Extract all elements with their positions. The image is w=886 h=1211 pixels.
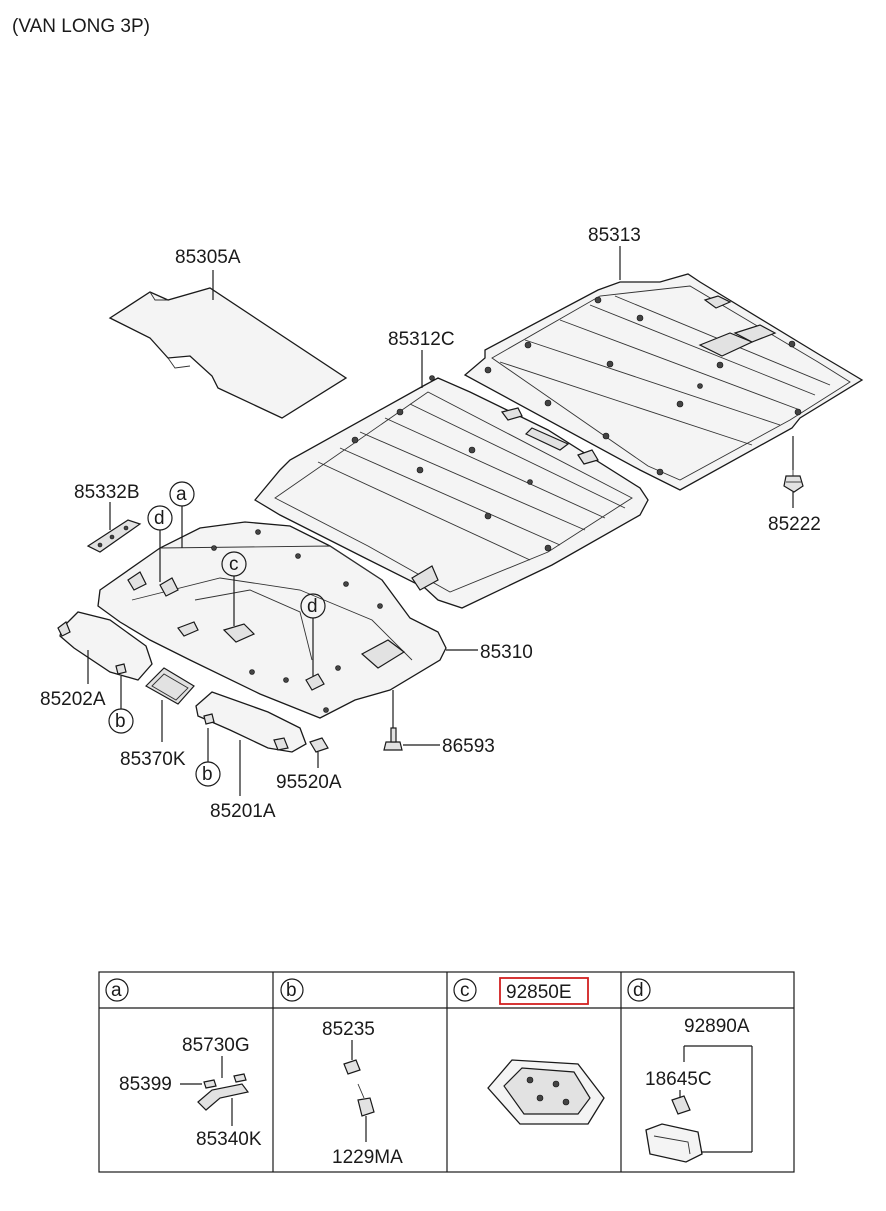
detail-table	[98, 971, 795, 1173]
cell-b-clip-and-screw[interactable]	[343, 1059, 375, 1117]
label-1229MA[interactable]: 1229MA	[332, 1147, 403, 1168]
part-85305A-pad[interactable]	[108, 287, 348, 419]
label-85235[interactable]: 85235	[322, 1019, 375, 1040]
table-header-d[interactable]: d	[627, 978, 651, 1002]
ref-b2-letter: b	[202, 764, 213, 785]
cell-a-assist-handle[interactable]	[197, 1073, 250, 1111]
header-b-letter: b	[286, 980, 297, 1001]
part-85310-front-headlining[interactable]	[97, 521, 447, 719]
label-85399[interactable]: 85399	[119, 1074, 172, 1095]
part-85312C-middle-headlining[interactable]	[254, 375, 649, 609]
ref-a-letter: a	[176, 484, 187, 505]
table-header-a[interactable]: a	[105, 978, 129, 1002]
label-86593[interactable]: 86593	[442, 736, 495, 757]
label-85312C[interactable]: 85312C	[388, 329, 455, 350]
label-85313[interactable]: 85313	[588, 225, 641, 246]
cell-c-overhead-console[interactable]	[487, 1059, 605, 1125]
ref-d2-letter: d	[307, 596, 318, 617]
label-85222[interactable]: 85222	[768, 514, 821, 535]
highlight-box	[499, 977, 589, 1005]
table-header-b[interactable]: b	[280, 978, 304, 1002]
part-86593-screw[interactable]	[383, 727, 403, 751]
ref-circle-a[interactable]: a	[169, 481, 195, 507]
ref-d1-letter: d	[154, 508, 165, 529]
part-85222-clip[interactable]	[783, 468, 804, 493]
part-85332B-bracket[interactable]	[86, 519, 142, 553]
header-c-letter: c	[460, 980, 470, 1001]
part-85313-rear-headlining[interactable]	[463, 273, 864, 491]
model-note: (VAN LONG 3P)	[12, 16, 150, 37]
ref-c-letter: c	[229, 554, 239, 575]
header-d-letter: d	[633, 980, 644, 1001]
label-85305A[interactable]: 85305A	[175, 247, 241, 268]
table-header-c[interactable]: c 92850E	[453, 977, 589, 1005]
label-85370K[interactable]: 85370K	[120, 749, 186, 770]
label-85310[interactable]: 85310	[480, 642, 533, 663]
label-85332B[interactable]: 85332B	[74, 482, 140, 503]
ref-b1-letter: b	[115, 711, 126, 732]
part-85370K-lamp[interactable]	[145, 667, 195, 705]
cell-d-lamp-and-bulb[interactable]	[645, 1095, 703, 1163]
label-92890A[interactable]: 92890A	[684, 1016, 750, 1037]
ref-circle-d-left[interactable]: d	[147, 505, 173, 531]
header-c-part-number[interactable]: 92850E	[506, 982, 572, 1003]
label-95520A[interactable]: 95520A	[276, 772, 342, 793]
part-95520A-sensor[interactable]	[309, 737, 329, 753]
label-85340K[interactable]: 85340K	[196, 1129, 262, 1150]
label-18645C[interactable]: 18645C	[645, 1069, 712, 1090]
header-a-letter: a	[111, 980, 122, 1001]
part-85202A-sunvisor[interactable]	[57, 611, 153, 681]
ref-circle-b-left[interactable]: b	[108, 708, 134, 734]
label-85202A[interactable]: 85202A	[40, 689, 106, 710]
ref-circle-b-right[interactable]: b	[195, 761, 221, 787]
part-85201A-sunvisor[interactable]	[195, 691, 307, 753]
label-85730G[interactable]: 85730G	[182, 1035, 250, 1056]
label-85201A[interactable]: 85201A	[210, 801, 276, 822]
